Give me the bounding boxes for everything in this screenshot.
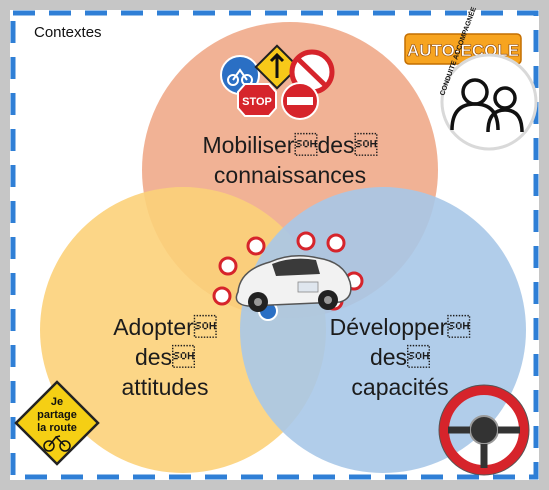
road-signs-icon: STOP [220,44,335,120]
share-road-sign-icon: Je partage la route [14,380,100,466]
attitudes-line2: des [134,344,196,370]
share-road-line3: la route [37,422,77,434]
connaissances-line2: connaissances [213,162,367,188]
capacites-line2: des [369,344,431,370]
dashed-border [10,10,539,480]
attitudes-line1: Adopter [113,314,217,340]
capacites-line1: Développer [329,314,471,340]
stop-sign-label: STOP [242,96,272,108]
connaissances-line1: Mobiliserdes [202,132,378,158]
circle-capacites-label: Développer des capacités [300,312,500,402]
share-road-line2: partage [37,409,77,421]
share-road-line1: Je [51,396,63,408]
steering-wheel-icon [438,384,530,476]
circle-connaissances-label: Mobiliserdes connaissances [160,130,420,190]
context-label: Contextes [34,24,102,41]
circle-attitudes-label: Adopter des attitudes [70,312,260,402]
capacites-line3: capacités [351,374,449,400]
car-icon [212,231,364,321]
circle-attitudes [40,187,326,473]
attitudes-line3: attitudes [121,374,209,400]
